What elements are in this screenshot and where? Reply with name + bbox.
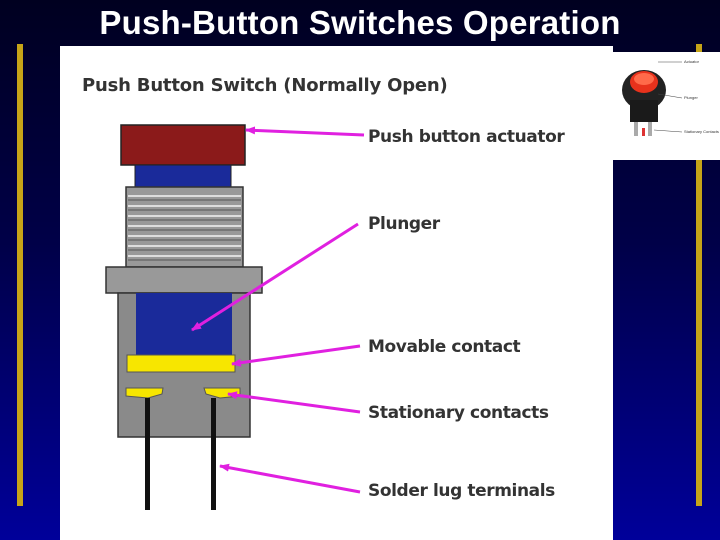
- callout-movable-contact: Movable contact: [368, 337, 520, 357]
- plunger-body: [136, 293, 232, 355]
- callout-stationary-contacts: Stationary contacts: [368, 403, 549, 423]
- arrow-solder-terminals: [220, 466, 360, 492]
- mounting-flange: [106, 267, 262, 293]
- arrow-movable-contact: [232, 346, 360, 364]
- terminal-right: [211, 398, 216, 510]
- actuator-cap: [121, 125, 245, 165]
- diagram-heading: Push Button Switch (Normally Open): [82, 75, 448, 96]
- terminal-left: [145, 398, 150, 510]
- arrow-actuator: [246, 130, 364, 135]
- plunger-top: [135, 165, 231, 187]
- movable-contact: [127, 355, 235, 372]
- callout-plunger: Plunger: [368, 214, 440, 234]
- callout-actuator: Push button actuator: [368, 127, 564, 147]
- callout-solder-terminals: Solder lug terminals: [368, 481, 555, 501]
